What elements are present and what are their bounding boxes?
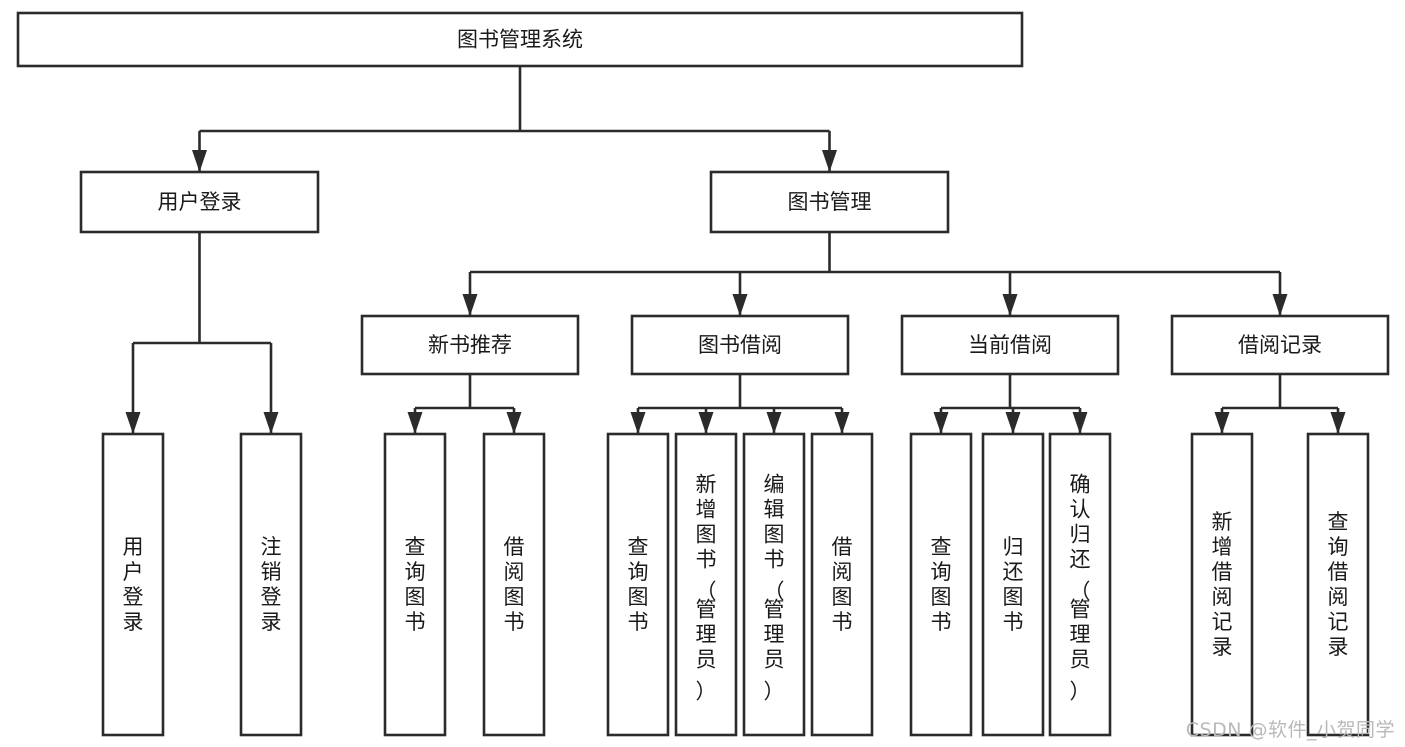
node-label: 用户登录 [158,190,242,214]
edge-group-from-图书借阅 [630,374,850,434]
node-label: 查询图书 [931,535,952,634]
node-leaf-5-新增图书管理员[interactable]: 新增图书（管理员） [674,432,738,737]
node-label: 新书推荐 [428,333,512,357]
node-label: 查询借阅记录 [1328,510,1349,659]
node-leaf-9-归还图书[interactable]: 归还图书 [981,432,1045,737]
node-box[interactable] [383,432,447,737]
node-leaf-8-查询图书[interactable]: 查询图书 [909,432,973,737]
node-box[interactable] [239,432,303,737]
node-box[interactable] [79,170,320,234]
node-box[interactable] [900,314,1120,376]
node-leaf-12-查询借阅记录[interactable]: 查询借阅记录 [1306,432,1370,737]
node-leaf-4-查询图书[interactable]: 查询图书 [606,432,670,737]
node-level2-2-当前借阅[interactable]: 当前借阅 [900,314,1120,376]
node-layer: 图书管理系统用户登录图书管理新书推荐图书借阅当前借阅借阅记录用户登录注销登录查询… [16,11,1390,737]
arrow-head-icon [834,412,850,434]
edge-group-from-用户登录 [125,232,279,434]
arrow-head-icon [1002,294,1018,316]
node-box[interactable] [16,11,1024,68]
node-label: 查询图书 [628,535,649,634]
arrow-head-icon [766,412,782,434]
edge-group-from-图书管理系统 [192,66,837,172]
node-label: 查询图书 [405,535,426,634]
node-level2-1-图书借阅[interactable]: 图书借阅 [630,314,850,376]
arrow-head-icon [1330,412,1346,434]
arrow-head-icon [506,412,522,434]
node-leaf-1-注销登录[interactable]: 注销登录 [239,432,303,737]
node-leaf-3-借阅图书[interactable]: 借阅图书 [482,432,546,737]
edge-group-from-图书管理 [462,232,1288,316]
csdn-watermark: CSDN @软件_小贺同学 [1185,719,1395,741]
node-label: 注销登录 [261,535,282,634]
arrow-head-icon [732,294,748,316]
connector-layer [125,66,1346,434]
node-box[interactable] [742,432,806,737]
node-root-0-图书管理系统[interactable]: 图书管理系统 [16,11,1024,68]
node-label: 图书管理 [788,190,872,214]
edge-group-from-借阅记录 [1214,374,1346,434]
arrow-head-icon [192,150,207,172]
edge-group-from-新书推荐 [407,374,522,434]
node-label: 用户登录 [123,535,144,634]
arrow-head-icon [125,412,141,434]
node-box[interactable] [709,170,950,234]
node-level1-1-图书管理[interactable]: 图书管理 [709,170,950,234]
node-leaf-2-查询图书[interactable]: 查询图书 [383,432,447,737]
node-box[interactable] [1048,432,1112,737]
arrow-head-icon [698,412,714,434]
edge-group-from-当前借阅 [933,374,1088,434]
node-leaf-6-编辑图书管理员[interactable]: 编辑图书（管理员） [742,432,806,737]
node-label: 借阅图书 [504,535,525,634]
node-label: 新增图书（管理员） [696,473,717,704]
node-label: 归还图书 [1003,535,1024,634]
node-leaf-0-用户登录[interactable]: 用户登录 [101,432,165,737]
node-label: 借阅图书 [832,535,853,634]
node-box[interactable] [1306,432,1370,737]
node-label: 编辑图书（管理员） [764,473,785,704]
node-box[interactable] [674,432,738,737]
node-box[interactable] [981,432,1045,737]
node-leaf-7-借阅图书[interactable]: 借阅图书 [810,432,874,737]
arrow-head-icon [630,412,646,434]
node-box[interactable] [1170,314,1390,376]
node-label: 新增借阅记录 [1212,510,1233,659]
node-box[interactable] [909,432,973,737]
node-level2-0-新书推荐[interactable]: 新书推荐 [360,314,580,376]
node-box[interactable] [630,314,850,376]
node-label: 当前借阅 [968,333,1052,357]
arrow-head-icon [822,150,837,172]
arrow-head-icon [1272,294,1288,316]
node-box[interactable] [101,432,165,737]
node-box[interactable] [1190,432,1254,737]
node-leaf-10-确认归还管理员[interactable]: 确认归还（管理员） [1048,432,1112,737]
arrow-head-icon [263,412,279,434]
node-label: 图书管理系统 [457,28,583,52]
arrow-head-icon [933,412,949,434]
node-level2-3-借阅记录[interactable]: 借阅记录 [1170,314,1390,376]
node-box[interactable] [360,314,580,376]
node-label: 图书借阅 [698,333,782,357]
node-label: 确认归还（管理员） [1070,473,1091,704]
node-label: 借阅记录 [1238,333,1322,357]
arrow-head-icon [462,294,478,316]
arrow-head-icon [1005,412,1021,434]
node-level1-0-用户登录[interactable]: 用户登录 [79,170,320,234]
node-leaf-11-新增借阅记录[interactable]: 新增借阅记录 [1190,432,1254,737]
arrow-head-icon [1214,412,1230,434]
arrow-head-icon [1072,412,1088,434]
node-box[interactable] [606,432,670,737]
arrow-head-icon [407,412,423,434]
node-box[interactable] [810,432,874,737]
node-box[interactable] [482,432,546,737]
